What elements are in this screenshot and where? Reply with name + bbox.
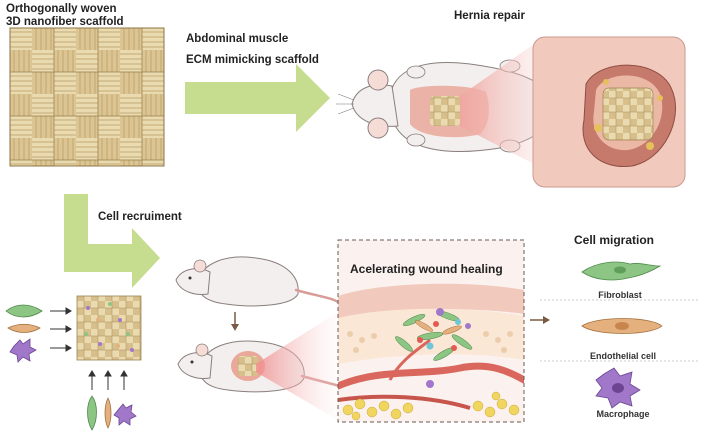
arrow-to-cell-migration: [530, 316, 550, 324]
cell-migration-title: Cell migration: [574, 233, 655, 247]
zoom-beam-bottom: [256, 312, 338, 420]
ecm-scaffold-label: ECM mimicking scaffold: [186, 54, 319, 66]
cell-recruitment-label: Cell recruiment: [98, 211, 182, 223]
zoom-beam-top: [460, 44, 534, 164]
hernia-zoom-view: [532, 36, 686, 188]
macrophage-icon-small: [9, 338, 37, 363]
scaffold-title-line1: Orthogonally woven: [6, 3, 117, 15]
cell-migration-panel: [540, 261, 700, 409]
endothelial-cell-label: Endothelial cell: [589, 351, 656, 361]
endothelial-icon-vertical: [104, 397, 112, 429]
hernia-repair-label: Hernia repair: [454, 10, 525, 22]
fibroblast-icon-vertical: [87, 395, 97, 431]
mouse-side-view-top: [175, 256, 342, 307]
seeded-scaffold: [76, 295, 142, 361]
abdominal-muscle-label: Abdominal muscle: [186, 33, 289, 45]
macrophage-icon-vertical: [113, 403, 137, 426]
wound-section: [337, 239, 525, 423]
macrophage-label: Macrophage: [596, 409, 650, 419]
woven-scaffold-illustration: [9, 27, 165, 167]
wound-healing-label: Acelerating wound healing: [350, 262, 503, 276]
endothelial-icon-small: [7, 323, 41, 333]
fibroblast-icon-small: [5, 304, 43, 318]
down-arrow: [231, 312, 239, 331]
scaffold-title: Orthogonally woven 3D nanofiber scaffold: [6, 3, 124, 29]
arrow-to-hernia-repair: [185, 64, 330, 132]
left-cell-icons: [5, 304, 137, 431]
fibroblast-label: Fibroblast: [598, 290, 642, 300]
arrow-cell-recruitment: [64, 194, 160, 288]
scaffold-title-line2: 3D nanofiber scaffold: [6, 16, 124, 28]
